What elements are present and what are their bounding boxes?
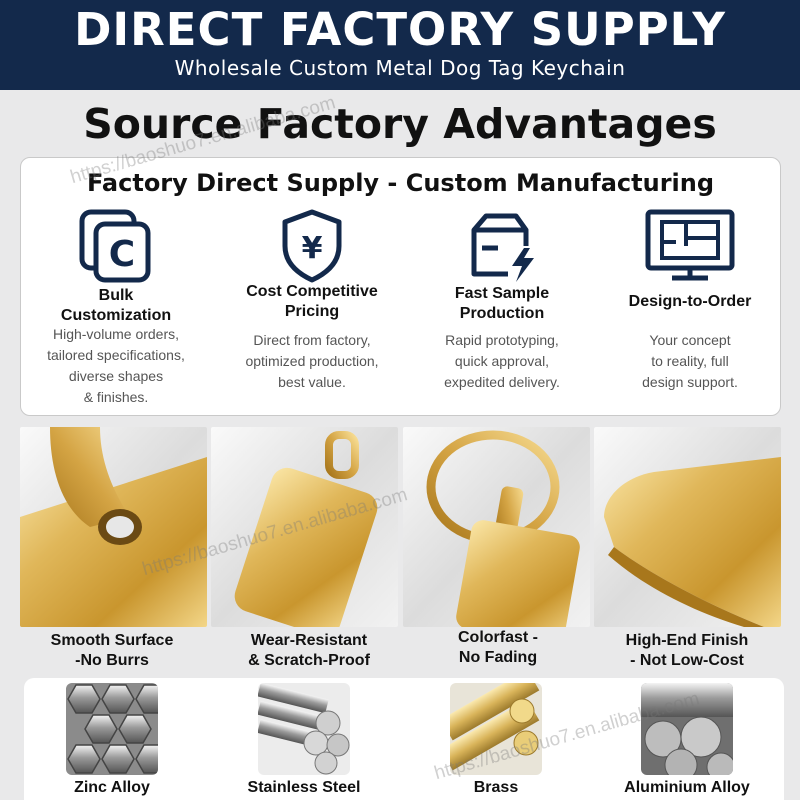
yen-shield-icon: ¥ [277, 208, 347, 289]
svg-text:¥: ¥ [302, 231, 323, 266]
feature-caption: Colorfast - No Fading [458, 629, 538, 666]
blueprint-monitor-icon [644, 208, 736, 289]
brass-image [450, 683, 542, 775]
advantage-title: Bulk Customization [60, 287, 172, 324]
material-label: Brass [473, 779, 519, 796]
photo-smooth-surface [20, 427, 207, 627]
advantages-title: Factory Direct Supply - Custom Manufactu… [86, 169, 715, 197]
banner-title: DIRECT FACTORY SUPPLY [74, 3, 726, 56]
feature-caption: Smooth Surface -No Burrs [50, 632, 174, 669]
material-label: Aluminium Alloy [624, 779, 750, 796]
svg-text:C: C [109, 234, 135, 275]
advantage-title: Cost Competitive Pricing [246, 283, 378, 320]
header-banner: DIRECT FACTORY SUPPLY Wholesale Custom M… [0, 0, 800, 90]
advantage-desc: Your concept to reality, full design sup… [642, 332, 738, 390]
material-label: Stainless Steel [247, 779, 361, 796]
advantage-desc: High-volume orders, tailored specificati… [47, 326, 185, 405]
feature-caption: High-End Finish - Not Low-Cost [625, 632, 749, 669]
photo-wear-resistant [211, 427, 398, 627]
advantages-card: Factory Direct Supply - Custom Manufactu… [20, 157, 781, 416]
material-label: Zinc Alloy [74, 779, 150, 796]
section-title: Source Factory Advantages [83, 100, 717, 148]
photo-colorfast [403, 427, 590, 627]
banner-subtitle: Wholesale Custom Metal Dog Tag Keychain [174, 56, 626, 80]
advantage-desc: Rapid prototyping, quick approval, exped… [444, 332, 560, 390]
advantage-title: Fast Sample Production [454, 285, 550, 322]
stainless-steel-image [258, 683, 350, 775]
photo-high-end-finish [594, 427, 781, 627]
advantage-title: Design-to-Order [628, 293, 752, 310]
zinc-alloy-image [66, 683, 158, 775]
advantage-desc: Direct from factory, optimized productio… [245, 332, 379, 390]
aluminium-alloy-image [641, 683, 733, 775]
copyright-custom-icon: C [78, 208, 154, 289]
fast-box-icon [464, 208, 540, 289]
feature-caption: Wear-Resistant & Scratch-Proof [248, 632, 370, 669]
